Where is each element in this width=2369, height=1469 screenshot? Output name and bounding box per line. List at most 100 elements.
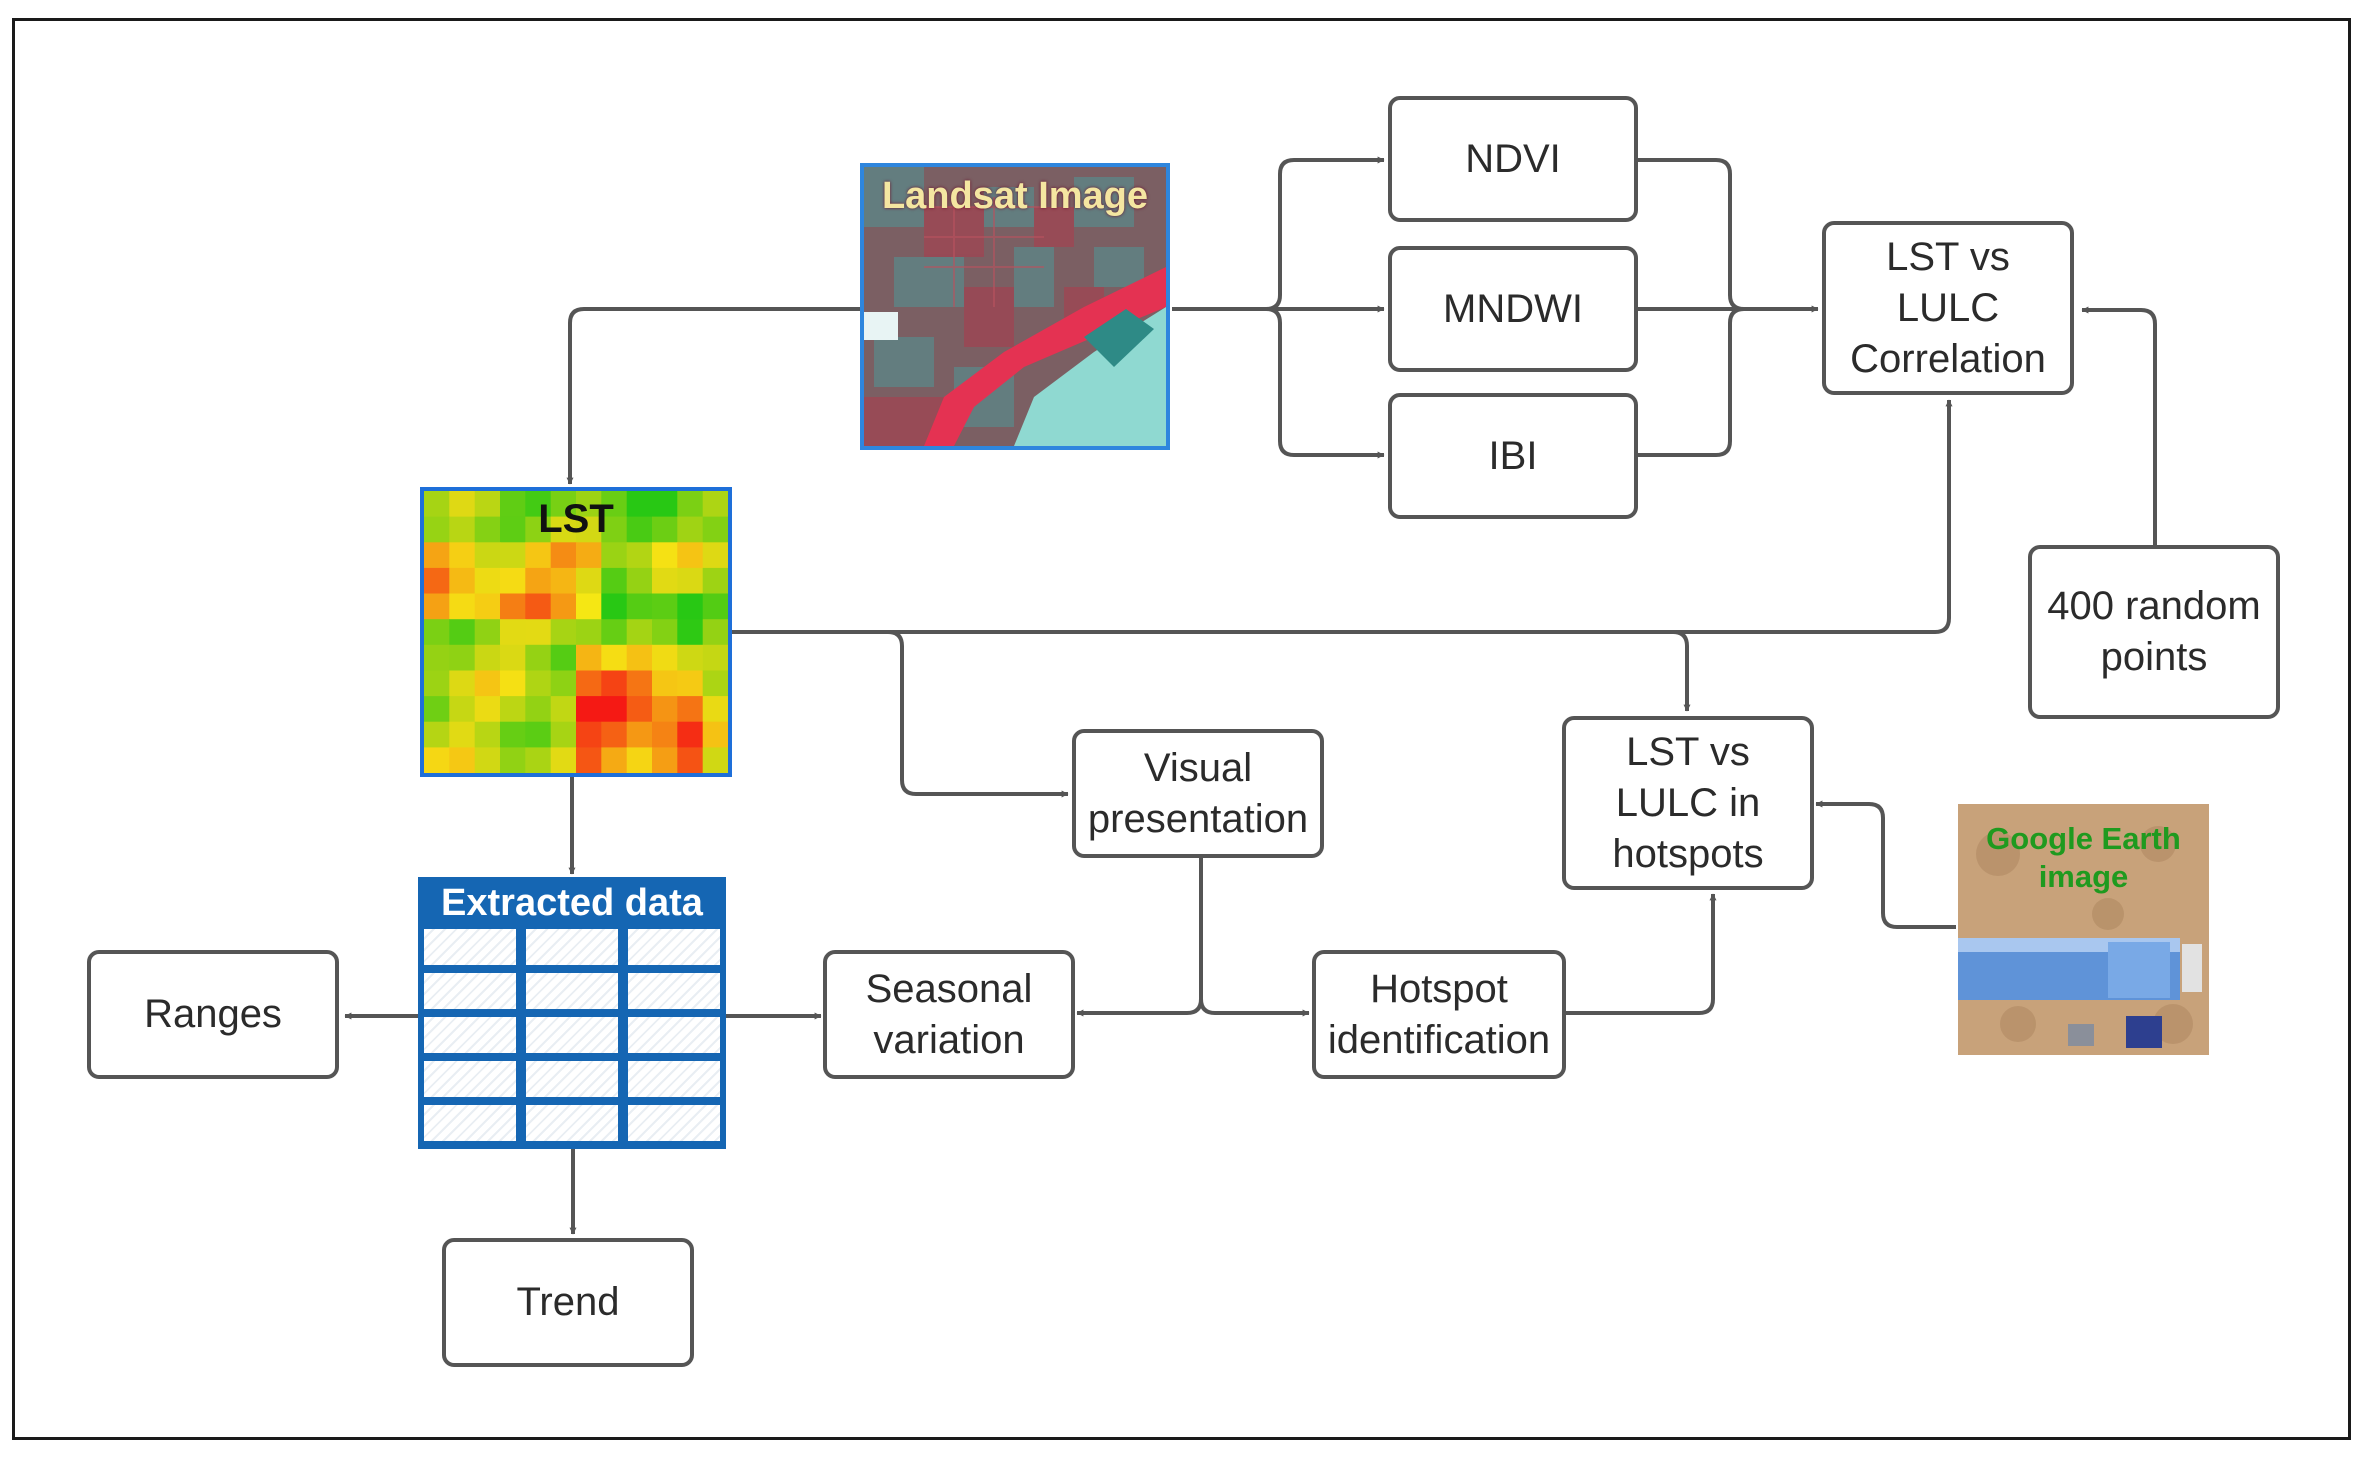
- lst-heat-cell: [525, 516, 552, 543]
- lst-heat-cell: [626, 491, 653, 518]
- lst-heat-cell: [702, 721, 728, 748]
- extracted-data-title: Extracted data: [441, 882, 703, 924]
- visual-presentation-box: Visual presentation: [1072, 729, 1324, 858]
- lst-heat-cell: [500, 644, 526, 671]
- lst-heat-cell: [576, 747, 602, 773]
- lst-heat-cell: [550, 491, 577, 518]
- lst-heat-cell: [449, 696, 476, 723]
- lst-heat-cell: [424, 721, 450, 748]
- seasonal-variation-box: Seasonal variation: [823, 950, 1075, 1079]
- table-cell: [424, 1105, 516, 1141]
- lst-heat-cell: [576, 644, 602, 671]
- lst-heat-cell: [626, 542, 653, 569]
- arrow-landsat-to-ndvi: [1172, 156, 1385, 311]
- lst-heat-cell: [550, 747, 577, 773]
- lst-heat-cell: [550, 721, 577, 748]
- lst-heat-cell: [677, 593, 704, 620]
- lst-heat-cell: [601, 516, 628, 543]
- lst-heat-cell: [525, 542, 552, 569]
- lst-heat-cell: [525, 670, 552, 697]
- lst-heat-cell: [525, 721, 552, 748]
- lst-heat-cell: [550, 644, 577, 671]
- lst-heat-cell: [550, 593, 577, 620]
- trend-box: Trend: [442, 1238, 694, 1367]
- lst-heat-cell: [702, 593, 728, 620]
- lst-lulc-hotspots-box: LST vs LULC in hotspots: [1562, 716, 1814, 890]
- lst-heat-cell: [449, 542, 476, 569]
- lst-heat-cell: [449, 491, 476, 518]
- lst-heat-cell: [576, 721, 602, 748]
- lst-heat-cell: [449, 721, 476, 748]
- lst-heat-cell: [525, 747, 552, 773]
- lst-heat-cell: [652, 542, 678, 569]
- table-cell: [628, 929, 720, 965]
- lst-heat-cell: [474, 670, 501, 697]
- lst-heat-cell: [601, 670, 628, 697]
- diagram-frame: [12, 18, 2351, 1440]
- lst-heat-cell: [576, 696, 602, 723]
- line-ibi-to-correlation: [1638, 307, 1745, 457]
- ndvi-box: NDVI: [1388, 96, 1638, 222]
- lst-heat-cell: [424, 516, 450, 543]
- lst-heat-cell: [576, 542, 602, 569]
- lst-heat-cell: [424, 619, 450, 646]
- table-cell: [526, 973, 618, 1009]
- table-cell: [628, 973, 720, 1009]
- table-cell: [628, 1017, 720, 1053]
- lst-heat-cell: [550, 567, 577, 595]
- lst-heat-cell: [652, 516, 678, 543]
- lst-heat-cell: [424, 670, 450, 697]
- google-earth-title: Google Earth image: [1986, 821, 2181, 894]
- ranges-box: Ranges: [87, 950, 339, 1079]
- table-cell: [526, 929, 618, 965]
- lst-heat-cell: [652, 619, 678, 646]
- arrow-hotspot-to-lst-lulc: [1566, 893, 1717, 1015]
- lst-heat-cell: [702, 491, 728, 518]
- table-cell: [628, 1061, 720, 1097]
- lst-heat-cell: [601, 644, 628, 671]
- lst-heat-cell: [500, 721, 526, 748]
- lst-heat-cell: [652, 644, 678, 671]
- lst-heat-cell: [576, 670, 602, 697]
- lst-heat-cell: [474, 593, 501, 620]
- arrow-visual-to-hotspot: [1199, 998, 1310, 1017]
- lst-heat-cell: [601, 747, 628, 773]
- google-earth-image: Google Earth image: [1958, 804, 2209, 1055]
- lst-heat-cell: [601, 542, 628, 569]
- lst-heat-cell: [601, 721, 628, 748]
- arrow-lst-to-visual: [887, 630, 1069, 798]
- lst-heat-cell: [449, 593, 476, 620]
- random-points-box: 400 random points: [2028, 545, 2280, 719]
- lst-heat-cell: [449, 619, 476, 646]
- lst-heat-cell: [702, 567, 728, 595]
- lst-heat-cell: [626, 721, 653, 748]
- lst-heat-cell: [601, 619, 628, 646]
- landsat-false-color-thumbnail: [864, 167, 1166, 446]
- lst-heat-cell: [474, 747, 501, 773]
- table-cell: [526, 1017, 618, 1053]
- lst-heat-cell: [500, 516, 526, 543]
- lst-heat-cell: [576, 516, 602, 543]
- lst-heat-cell: [677, 670, 704, 697]
- lst-heat-cell: [550, 696, 577, 723]
- lst-heat-cell: [626, 644, 653, 671]
- lst-heat-cell: [550, 619, 577, 646]
- lst-heat-cell: [626, 696, 653, 723]
- lst-heat-cell: [652, 593, 678, 620]
- lst-heatmap-thumbnail: [424, 491, 728, 773]
- arrow-visual-to-seasonal: [1076, 858, 1203, 1017]
- lst-heat-cell: [474, 542, 501, 569]
- arrow-gearth-to-lst-lulc: [1815, 800, 1956, 929]
- lst-heat-cell: [677, 619, 704, 646]
- lst-heat-cell: [601, 567, 628, 595]
- arrow-lst-to-hotspots: [1672, 630, 1691, 712]
- lst-heat-cell: [474, 619, 501, 646]
- lst-heat-cell: [702, 516, 728, 543]
- lst-heat-cell: [626, 593, 653, 620]
- lst-heat-cell: [424, 644, 450, 671]
- lst-heat-cell: [626, 567, 653, 595]
- lst-heat-cell: [525, 619, 552, 646]
- lst-heat-cell: [500, 619, 526, 646]
- lst-heat-cell: [652, 721, 678, 748]
